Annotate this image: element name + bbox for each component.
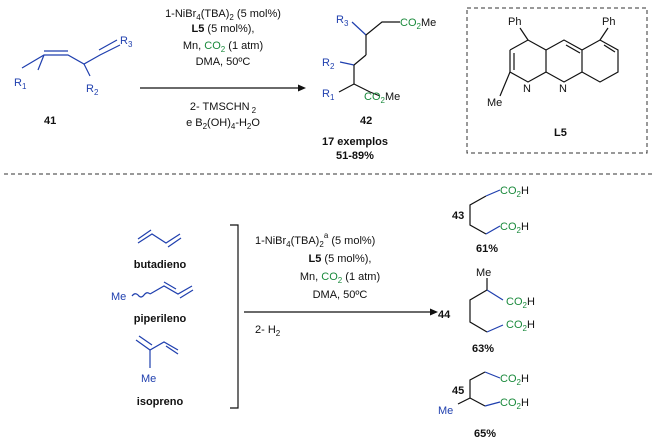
product-43-label: 43 <box>452 210 464 222</box>
product-42-yield: 51-89% <box>336 150 374 162</box>
product-43-structure <box>469 189 501 235</box>
ligand-n-left: N <box>523 83 531 95</box>
bottom-condition-line4: DMA, 50ºC <box>313 289 368 301</box>
butadiene-label: butadieno <box>134 259 187 271</box>
bottom-condition-line3: Mn, CO2 (1 atm) <box>300 271 380 285</box>
product-42-count: 17 exemplos <box>322 136 388 148</box>
product-43-acid-bottom: CO2H <box>500 221 529 235</box>
reactant-r2: R2 <box>86 83 99 97</box>
product-45-yield: 65% <box>474 428 496 440</box>
ligand-ph-left: Ph <box>508 16 521 28</box>
ligand-l5-structure <box>499 27 619 97</box>
substrate-bracket <box>230 224 239 409</box>
piperylene-me: Me <box>111 291 126 303</box>
bottom-condition-line1: 1-NiBr4(TBA)2a (5 mol%) <box>255 231 375 249</box>
product-45-label: 45 <box>452 385 464 397</box>
bottom-condition-step2: 2- H2 <box>255 324 281 338</box>
product-r3: R3 <box>336 14 349 28</box>
reactant-r3: R3 <box>120 35 133 49</box>
isoprene-label: isopreno <box>137 396 184 408</box>
top-condition-line2: L5 (5 mol%), <box>192 23 255 35</box>
product-ester-bottom: CO2Me <box>364 91 400 105</box>
product-45-acid-bottom: CO2H <box>500 397 529 411</box>
top-condition-line4: DMA, 50ºC <box>196 56 251 68</box>
top-condition-step2-line2: e B2(OH)4-H2O <box>186 117 260 131</box>
product-44-yield: 63% <box>472 343 494 355</box>
isoprene-me: Me <box>141 373 156 385</box>
isoprene-structure <box>135 335 179 368</box>
butadiene-structure <box>137 229 182 248</box>
top-reaction-arrow <box>140 84 306 92</box>
ligand-l5-box: Ph Ph N N Me L5 <box>466 7 648 154</box>
product-44-acid-bottom: CO2H <box>506 319 535 333</box>
top-condition-line1: 1-NiBr4(TBA)2 (5 mol%) <box>165 8 281 22</box>
product-r1: R1 <box>322 88 335 102</box>
product-45-acid-top: CO2H <box>500 373 529 387</box>
reactant-41-structure: R1 R2 R3 <box>14 35 133 97</box>
product-43-acid-top: CO2H <box>500 185 529 199</box>
product-44-structure <box>469 278 504 333</box>
product-44-me: Me <box>476 267 491 279</box>
ligand-ph-right: Ph <box>602 16 615 28</box>
piperylene-structure <box>131 281 194 299</box>
reactant-41-label: 41 <box>44 115 56 127</box>
piperylene-label: piperileno <box>134 313 187 325</box>
product-45-me: Me <box>438 405 453 417</box>
product-42-structure <box>338 21 400 97</box>
ligand-l5-label: L5 <box>554 127 567 139</box>
product-45-structure <box>457 371 501 407</box>
product-r2: R2 <box>322 57 335 71</box>
bottom-reaction-arrow <box>244 308 438 316</box>
reactant-r1: R1 <box>14 77 27 91</box>
product-44-label: 44 <box>438 309 451 321</box>
ligand-me: Me <box>487 97 502 109</box>
ligand-n-right: N <box>559 83 567 95</box>
bottom-condition-line2: L5 (5 mol%), <box>309 253 372 265</box>
product-ester-top: CO2Me <box>400 17 436 31</box>
product-43-yield: 61% <box>476 243 498 255</box>
top-condition-line3: Mn, CO2 (1 atm) <box>183 40 263 54</box>
product-44-acid-top: CO2H <box>506 296 535 310</box>
product-42-label: 42 <box>360 115 372 127</box>
